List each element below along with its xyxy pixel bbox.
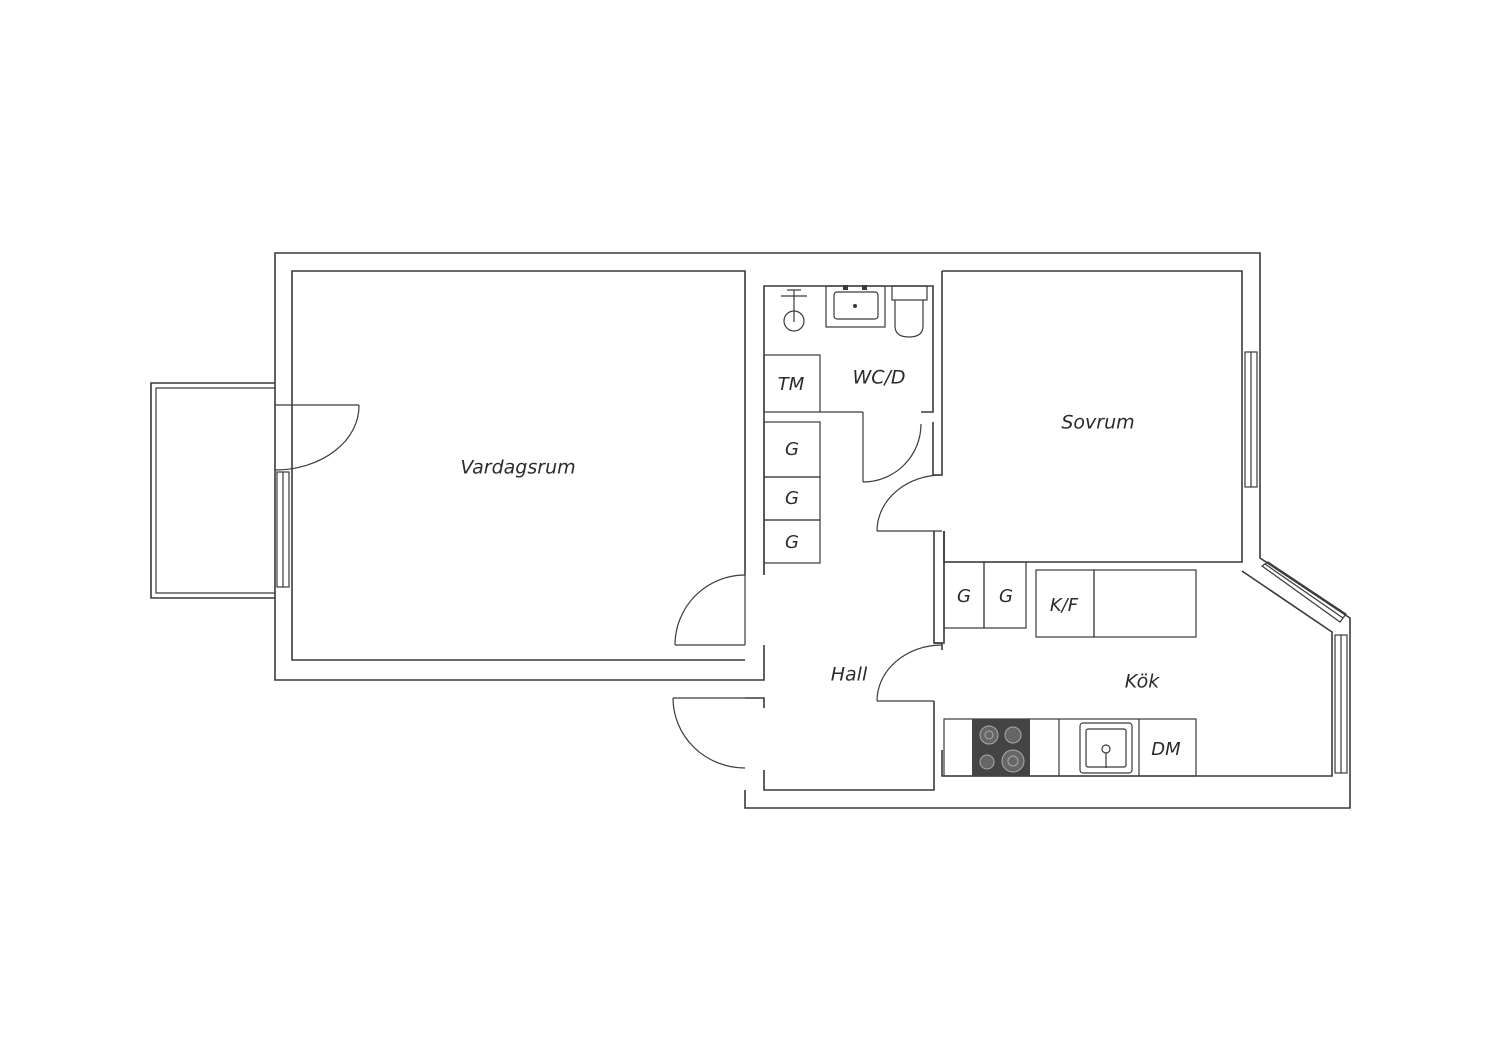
labels: Vardagsrum Sovrum WC/D Hall Kök TM G G G… <box>460 367 1181 761</box>
room-label-sovrum: Sovrum <box>1061 412 1134 434</box>
fixture-label-kf: K/F <box>1050 595 1079 616</box>
washing-machine-box <box>763 354 821 413</box>
sink-icon <box>825 285 886 328</box>
kitchen-counter <box>943 718 1197 777</box>
balcony <box>150 382 275 599</box>
fixture-label-tm: TM <box>778 374 805 395</box>
wardrobe-box <box>763 519 821 564</box>
stove-icon <box>972 719 1030 776</box>
door-entrance <box>672 697 746 769</box>
room-label-wc-d: WC/D <box>852 367 905 389</box>
door-balcony <box>274 404 360 471</box>
kitchen-fixtures <box>943 561 1197 777</box>
fixture-label-g: G <box>785 488 799 509</box>
room-label-kok: Kök <box>1125 671 1160 693</box>
wardrobes-hall <box>763 421 821 575</box>
windows <box>276 351 1348 774</box>
room-label-hall: Hall <box>831 664 868 686</box>
shower-icon <box>781 289 807 332</box>
room-label-vardagsrum: Vardagsrum <box>460 457 575 479</box>
fixture-label-g: G <box>785 532 799 553</box>
door-wc <box>820 411 922 483</box>
wardrobe-box <box>983 561 1027 629</box>
door-bedroom <box>876 474 943 532</box>
bathroom-fixtures <box>763 285 928 413</box>
door-kitchen <box>876 644 943 702</box>
outer-walls <box>274 252 1351 809</box>
window-kitchen-angled <box>1260 561 1347 623</box>
fixture-label-g: G <box>999 586 1013 607</box>
fixture-label-g: G <box>957 586 971 607</box>
door-living-room <box>674 574 746 646</box>
toilet-icon <box>891 285 928 338</box>
kitchen-sink-icon <box>1079 722 1133 774</box>
kitchen-cabinet-box <box>1093 569 1197 638</box>
doors <box>274 404 943 769</box>
fixture-label-dm: DM <box>1151 739 1181 760</box>
fixture-label-g: G <box>785 439 799 460</box>
